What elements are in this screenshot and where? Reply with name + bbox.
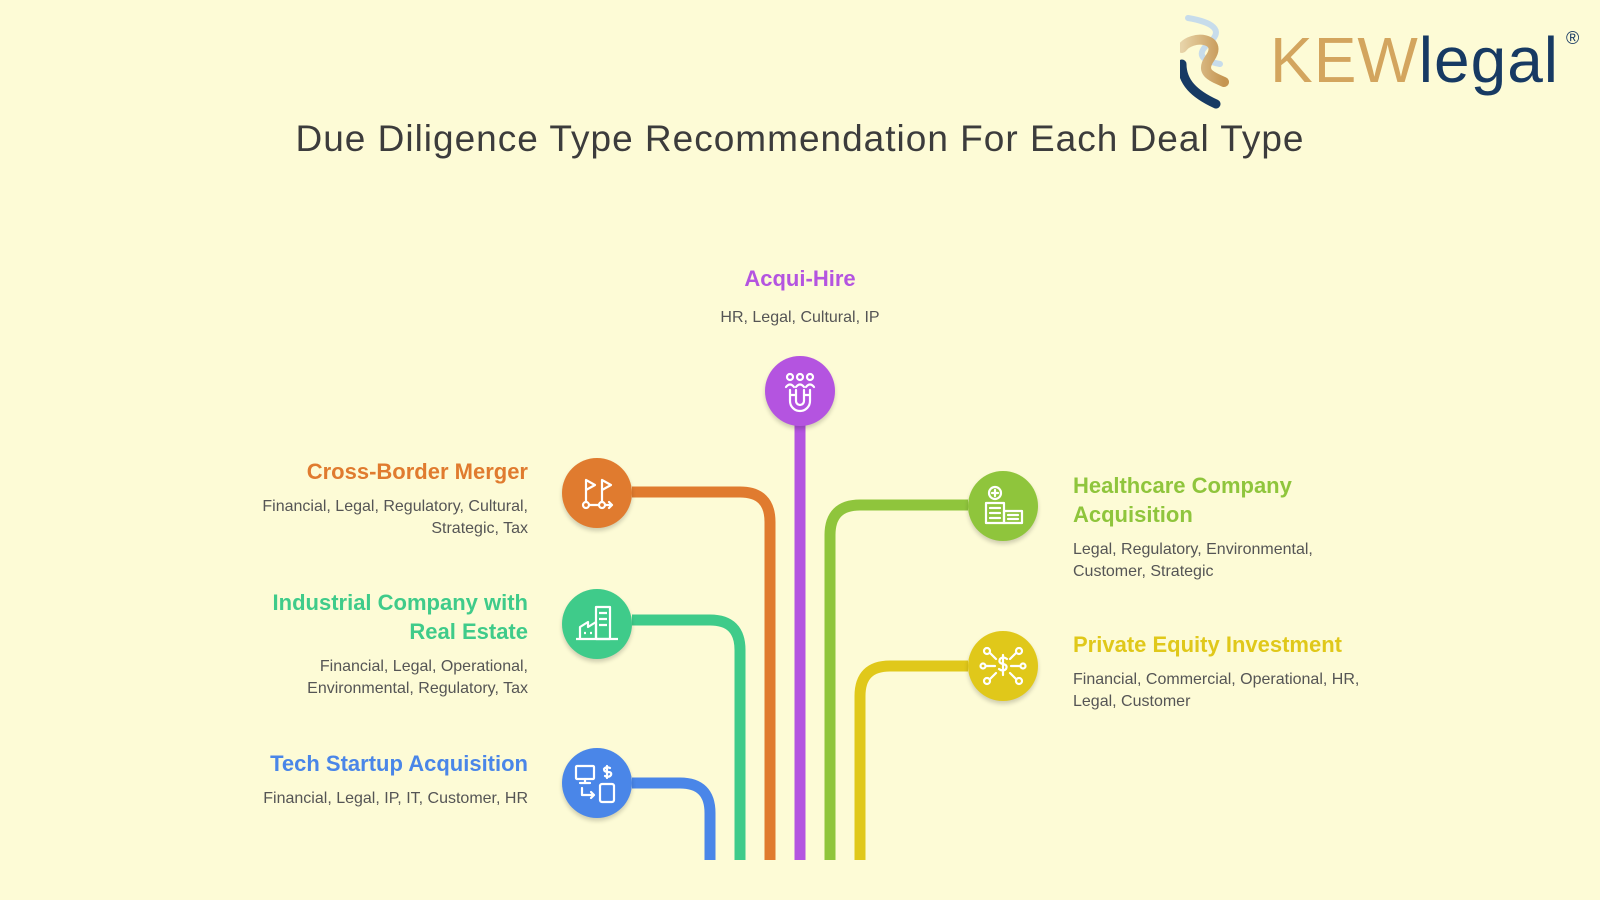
tech-startup-node	[562, 748, 632, 818]
healthcare-label: Healthcare Company Acquisition Legal, Re…	[1073, 471, 1353, 583]
computer-exchange-icon	[574, 764, 616, 804]
industrial-node	[562, 589, 632, 659]
industrial-label: Industrial Company with Real Estate Fina…	[248, 588, 528, 700]
logo-kew: KEW	[1270, 24, 1419, 96]
registered-mark: ®	[1566, 28, 1580, 48]
hospital-icon	[984, 485, 1024, 525]
tech-startup-line	[632, 777, 716, 860]
acqui-hire-node	[765, 356, 835, 426]
cross-border-node	[562, 458, 632, 528]
kewlegal-logo: KEWlegal ®	[1180, 12, 1590, 112]
private-equity-types: Financial, Commercial, Operational, HR, …	[1073, 671, 1360, 710]
healthcare-line	[824, 499, 968, 860]
page-title: Due Diligence Type Recommendation For Ea…	[295, 118, 1305, 159]
dollar-network-icon	[979, 646, 1027, 686]
cross-border-title: Cross-Border Merger	[306, 459, 528, 484]
acqui-hire-label: Acqui-Hire HR, Legal, Cultural, IP	[655, 264, 945, 329]
tech-startup-label: Tech Startup Acquisition Financial, Lega…	[248, 749, 528, 810]
cross-border-line	[632, 486, 776, 860]
kewlegal-swirl-icon	[1180, 15, 1229, 109]
tech-startup-types: Financial, Legal, IP, IT, Customer, HR	[263, 790, 528, 807]
private-equity-line	[854, 660, 968, 860]
healthcare-node	[968, 471, 1038, 541]
industrial-title: Industrial Company with Real Estate	[272, 590, 528, 644]
acqui-hire-types: HR, Legal, Cultural, IP	[720, 309, 880, 326]
private-equity-title: Private Equity Investment	[1073, 632, 1342, 657]
kewlegal-wordmark: KEWlegal	[1270, 28, 1559, 92]
cross-border-label: Cross-Border Merger Financial, Legal, Re…	[248, 457, 528, 540]
healthcare-types: Legal, Regulatory, Environmental, Custom…	[1073, 541, 1313, 580]
tech-startup-title: Tech Startup Acquisition	[270, 751, 528, 776]
cross-border-types: Financial, Legal, Regulatory, Cultural, …	[262, 498, 528, 537]
industrial-line	[632, 614, 746, 860]
logo-legal: legal	[1418, 24, 1559, 96]
private-equity-node	[968, 631, 1038, 701]
healthcare-title: Healthcare Company Acquisition	[1073, 473, 1292, 527]
acqui-hire-title: Acqui-Hire	[744, 266, 856, 291]
factory-building-icon	[576, 605, 618, 641]
industrial-types: Financial, Legal, Operational, Environme…	[307, 658, 528, 697]
magnet-people-icon	[784, 372, 816, 413]
flags-route-icon	[581, 478, 614, 510]
private-equity-label: Private Equity Investment Financial, Com…	[1073, 630, 1373, 713]
